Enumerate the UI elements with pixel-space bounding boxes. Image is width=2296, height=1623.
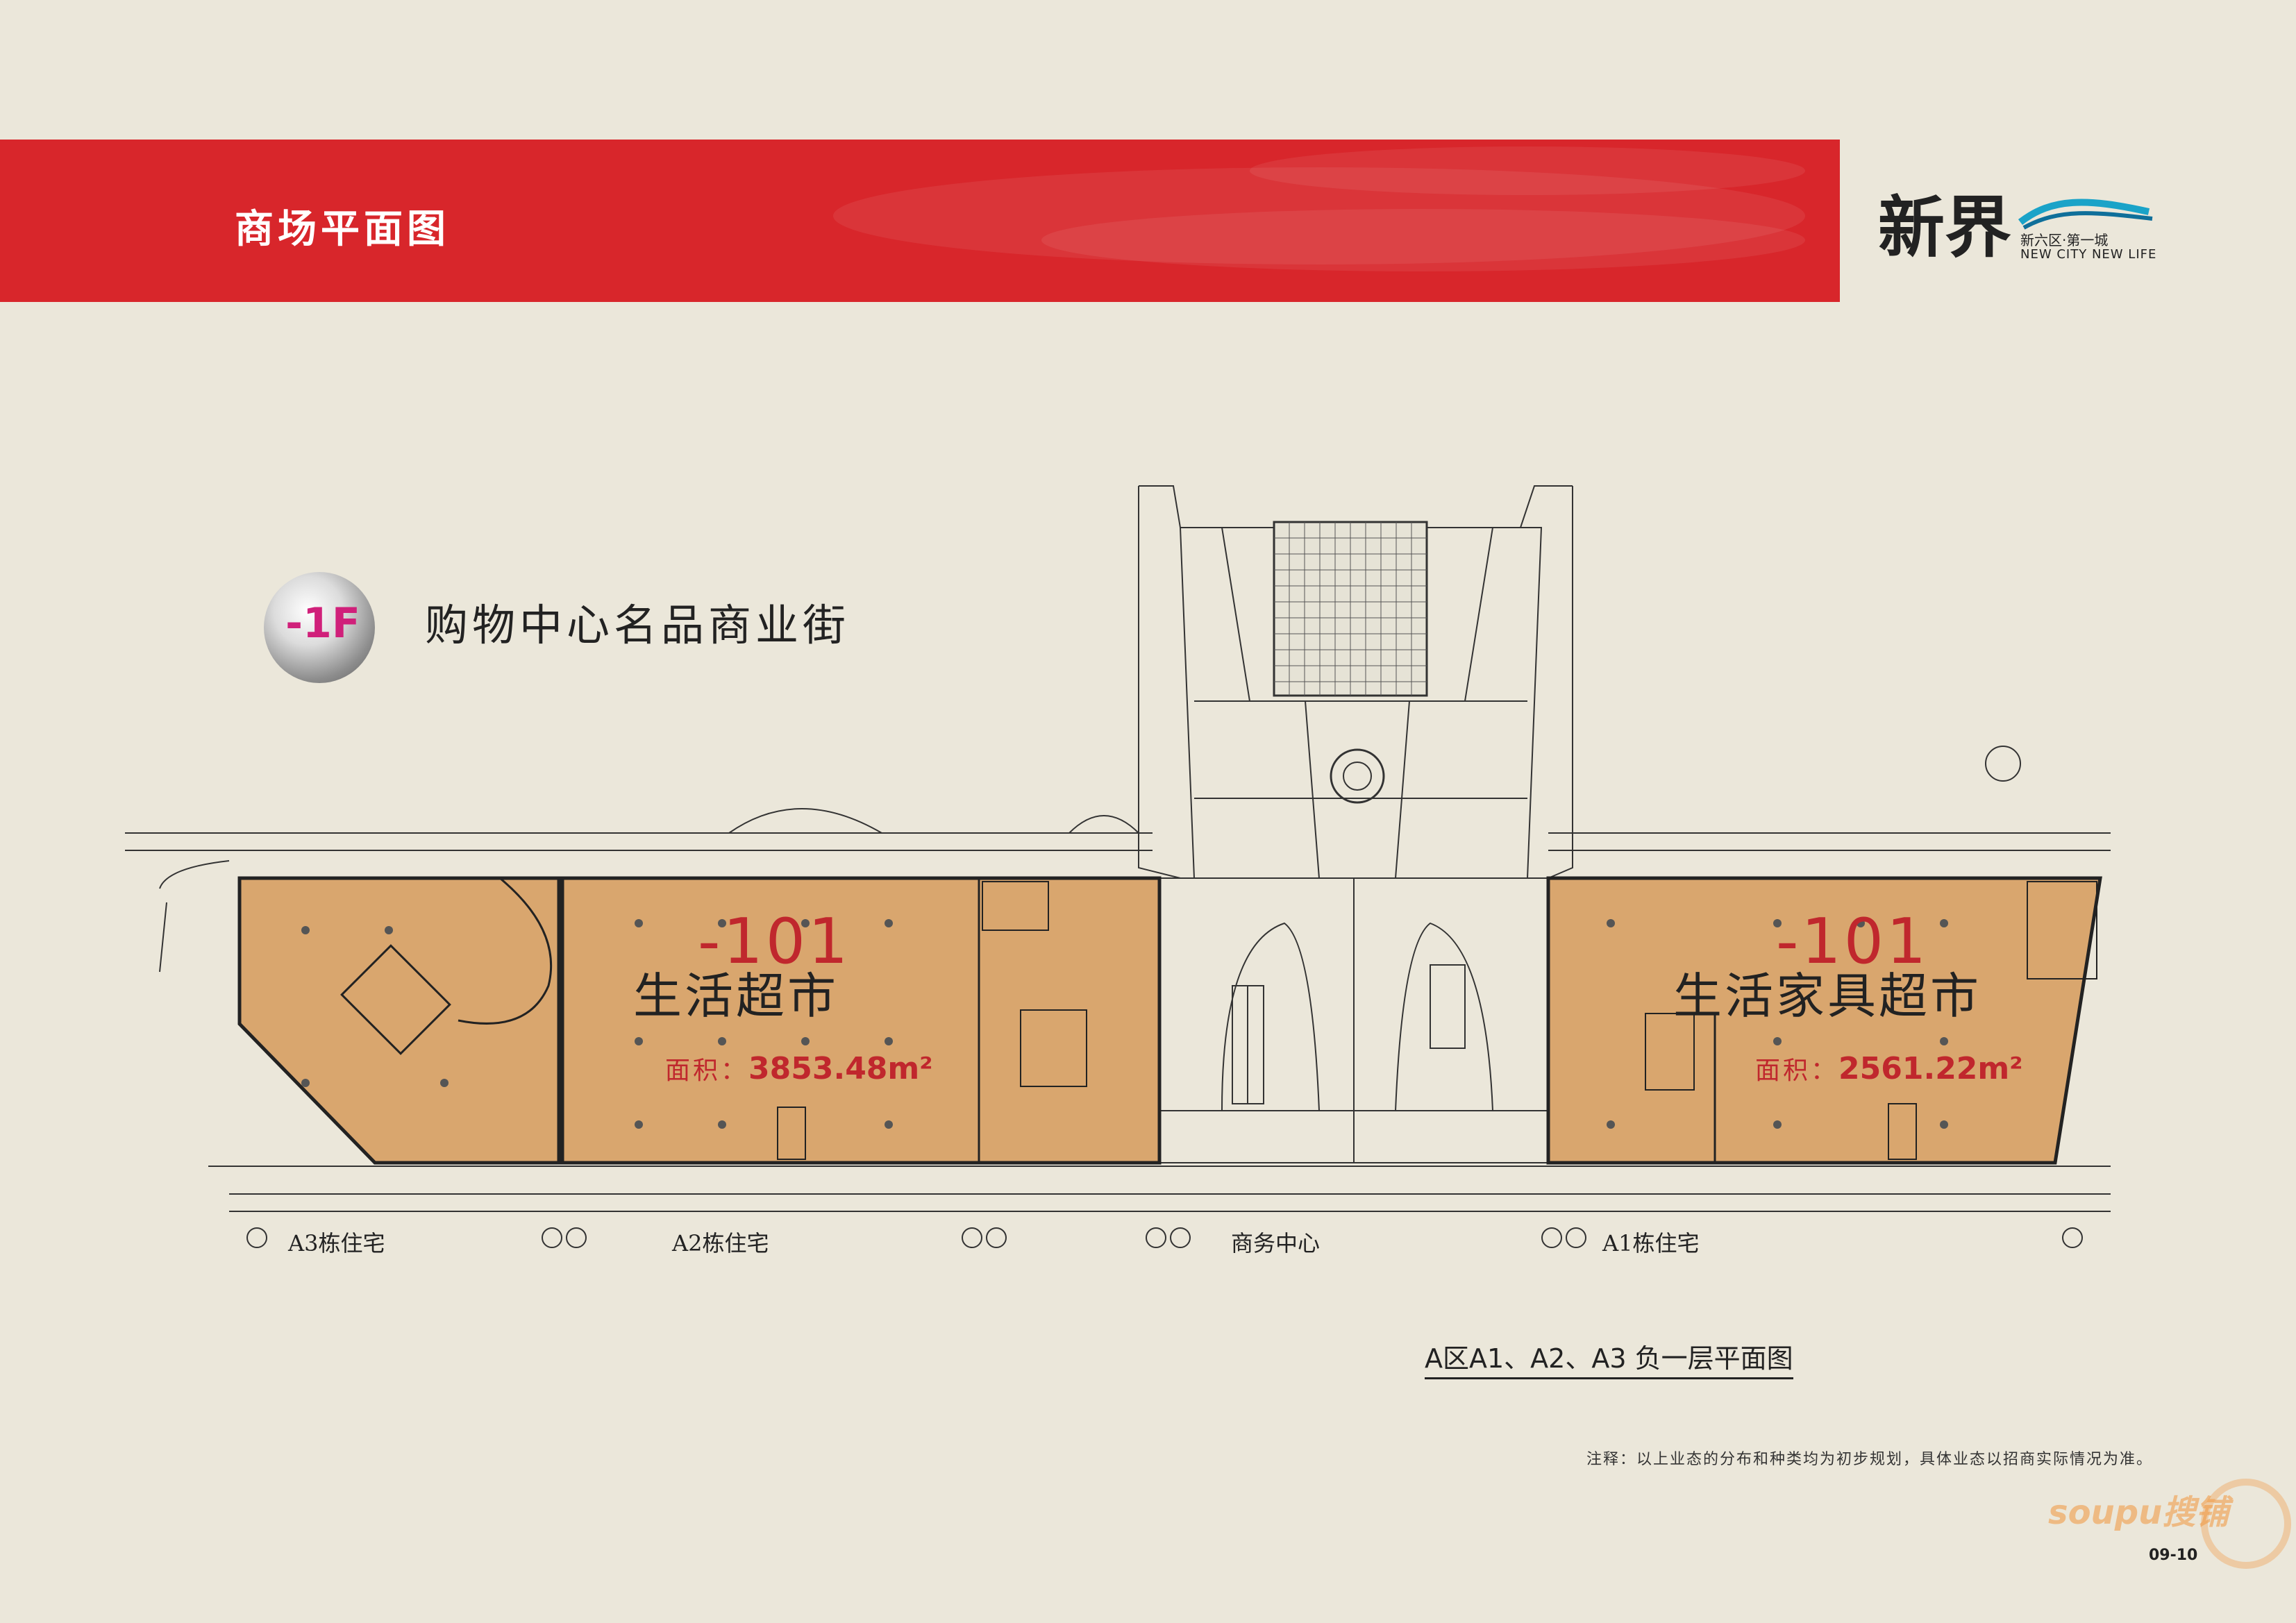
page-title: 商场平面图: [235, 207, 450, 252]
area-label: 面积：: [665, 1057, 749, 1085]
unit-code: -101: [1776, 905, 1929, 978]
building-label: A3栋住宅: [288, 1230, 385, 1256]
unit-name: 生活家具超市: [1673, 968, 1981, 1025]
logo-wave-icon: [2018, 199, 2153, 230]
unit-area: 面积：2561.22m²: [1755, 1054, 2023, 1084]
area-label: 面积：: [1755, 1057, 1839, 1085]
unit-name: 生活超市: [633, 968, 839, 1025]
logo-tagline-en: NEW CITY NEW LIFE: [2020, 247, 2157, 262]
unit-code: -101: [698, 905, 851, 978]
logo-tagline-cn: 新六区·第一城: [2020, 232, 2109, 249]
building-label: A1栋住宅: [1602, 1230, 1700, 1256]
plan-caption: A区A1、A2、A3 负一层平面图: [1425, 1345, 1793, 1379]
building-label: A2栋住宅: [672, 1230, 769, 1256]
building-label: 商务中心: [1231, 1230, 1321, 1256]
unit-area: 面积：3853.48m²: [665, 1054, 933, 1084]
watermark-logo-icon: [2201, 1479, 2291, 1569]
header-banner: [0, 140, 1840, 302]
disclaimer-note: 注释：以上业态的分布和种类均为初步规划，具体业态以招商实际情况为准。: [1586, 1451, 2154, 1468]
page-number: 09-10: [2149, 1547, 2198, 1564]
floor-title: 购物中心名品商业街: [425, 600, 850, 650]
logo: 新界: [1878, 189, 2011, 267]
floor-badge: -1F: [285, 599, 360, 648]
area-value: 2561.22m²: [1838, 1051, 2023, 1086]
diamond-icon: [264, 572, 375, 683]
watermark: soupu搜铺: [2048, 1493, 2229, 1532]
area-value: 3853.48m²: [748, 1051, 933, 1086]
